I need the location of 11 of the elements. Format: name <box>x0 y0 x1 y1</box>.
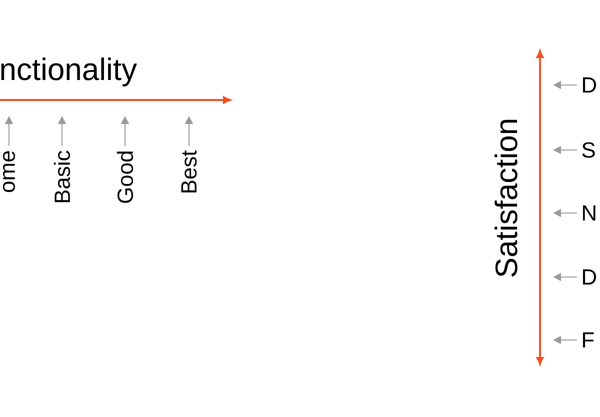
scale-label: N <box>583 205 596 221</box>
scale-label: ome <box>2 151 16 192</box>
axis-title: Satisfaction <box>494 120 518 277</box>
scale-label: S <box>582 142 595 158</box>
scale-label: Good <box>116 152 134 203</box>
scale-label: F <box>583 332 594 348</box>
scale-label: D <box>583 77 596 93</box>
scale-label: Best <box>181 150 197 192</box>
scale-label: D <box>583 269 596 285</box>
axis-title: nctionality <box>1 58 137 86</box>
scale-label: Basic <box>54 150 70 202</box>
